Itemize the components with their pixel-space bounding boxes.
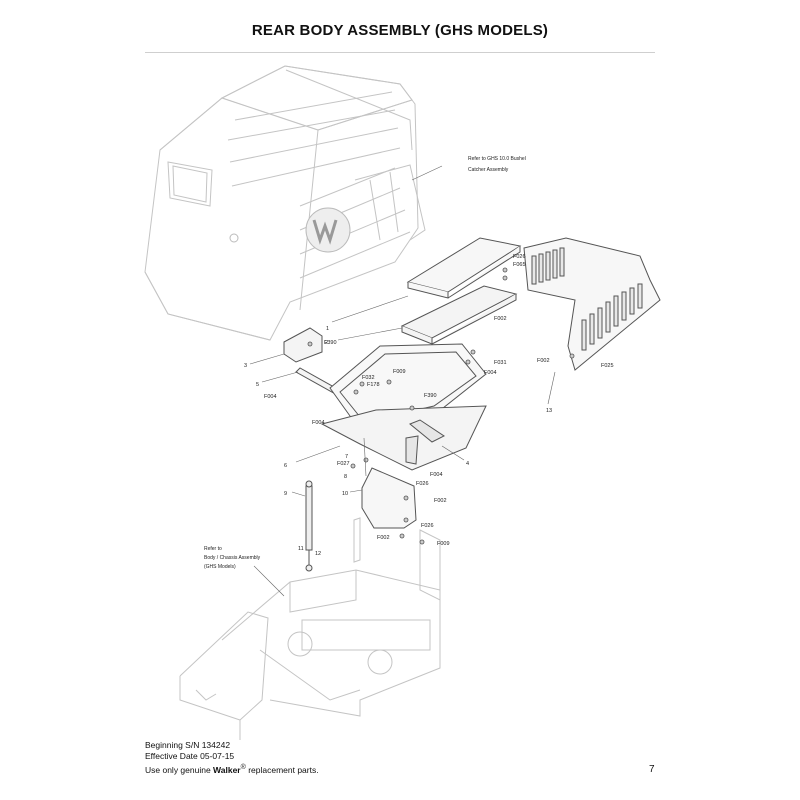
callout-chassis-line-2: Body / Chassis Assembly bbox=[204, 555, 261, 561]
leader-lines bbox=[249, 165, 556, 597]
genuine-parts-suffix: replacement parts. bbox=[245, 764, 319, 775]
callout-catcher: Refer to GHS 10.0 Bushel Catcher Assembl… bbox=[468, 156, 526, 173]
callout-chassis: Refer to Body / Chassis Assembly (GHS Mo… bbox=[204, 546, 261, 570]
label-part-7: 7 bbox=[345, 454, 348, 460]
part-labels: 1 2 3 4 5 6 7 8 9 10 11 12 13 F026 F065 … bbox=[244, 254, 614, 557]
registered-mark: ® bbox=[240, 763, 246, 771]
label-part-8: 8 bbox=[344, 474, 347, 480]
genuine-parts-text: Use only genuine Walker® replacement par… bbox=[145, 762, 319, 776]
catcher-body-ghost bbox=[144, 65, 426, 341]
label-part-12: 12 bbox=[315, 551, 321, 557]
label-part-2: 2 bbox=[325, 340, 328, 346]
label-f002: F002 bbox=[377, 535, 390, 541]
label-part-3: 3 bbox=[244, 363, 247, 369]
label-f027: F027 bbox=[337, 461, 350, 467]
label-f026: F026 bbox=[416, 481, 429, 487]
label-f009: F009 bbox=[393, 369, 406, 375]
callout-catcher-line-2: Catcher Assembly bbox=[468, 167, 509, 173]
label-f031: F031 bbox=[494, 360, 507, 366]
label-f390: F390 bbox=[424, 393, 437, 399]
label-f025: F025 bbox=[601, 363, 614, 369]
label-part-9: 9 bbox=[284, 491, 287, 497]
page-title: REAR BODY ASSEMBLY (GHS MODELS) bbox=[251, 22, 549, 39]
part-2-channel bbox=[400, 285, 518, 345]
label-f026: F026 bbox=[421, 523, 434, 529]
label-part-4: 4 bbox=[466, 461, 469, 467]
catcher-logo bbox=[229, 207, 351, 253]
effective-date-text: Effective Date 05-07-15 bbox=[145, 751, 235, 761]
label-f004: F004 bbox=[484, 370, 497, 376]
genuine-parts-prefix: Use only genuine bbox=[145, 764, 214, 775]
callout-chassis-line-3: (GHS Models) bbox=[204, 564, 236, 570]
callout-chassis-line-1: Refer to bbox=[204, 546, 222, 552]
label-part-11: 11 bbox=[298, 546, 304, 552]
label-f004: F004 bbox=[312, 420, 325, 426]
page-number: 7 bbox=[649, 764, 655, 775]
serial-number-text: Beginning S/N 134242 bbox=[145, 740, 231, 750]
footer-info: Beginning S/N 134242 Effective Date 05-0… bbox=[145, 740, 319, 776]
chassis-frame-ghost bbox=[179, 517, 441, 740]
label-f002: F002 bbox=[434, 498, 447, 504]
label-f004: F004 bbox=[264, 394, 277, 400]
part-4-tray bbox=[320, 405, 487, 471]
label-part-5: 5 bbox=[256, 382, 259, 388]
label-f002: F002 bbox=[494, 316, 507, 322]
label-f065: F065 bbox=[513, 262, 526, 268]
part-13-screen bbox=[523, 237, 661, 371]
part-10-deflector bbox=[361, 467, 417, 529]
label-f178: F178 bbox=[367, 382, 380, 388]
hardware-bolts bbox=[307, 267, 575, 545]
brand-name: Walker bbox=[213, 764, 241, 775]
label-f026: F026 bbox=[513, 254, 526, 260]
label-f009: F009 bbox=[437, 541, 450, 547]
label-part-6: 6 bbox=[284, 463, 287, 469]
label-f004: F004 bbox=[430, 472, 443, 478]
part-3-bracket bbox=[283, 327, 323, 363]
label-f002: F002 bbox=[537, 358, 550, 364]
part-9-gas-spring bbox=[305, 480, 313, 572]
label-part-13: 13 bbox=[546, 408, 552, 414]
label-part-1: 1 bbox=[326, 326, 329, 332]
label-part-10: 10 bbox=[342, 491, 348, 497]
label-f390: F390 bbox=[324, 340, 337, 346]
title-divider bbox=[145, 52, 655, 53]
label-f032: F032 bbox=[362, 375, 375, 381]
callout-catcher-line-1: Refer to GHS 10.0 Bushel bbox=[468, 156, 526, 162]
part-1-plate bbox=[406, 237, 522, 299]
